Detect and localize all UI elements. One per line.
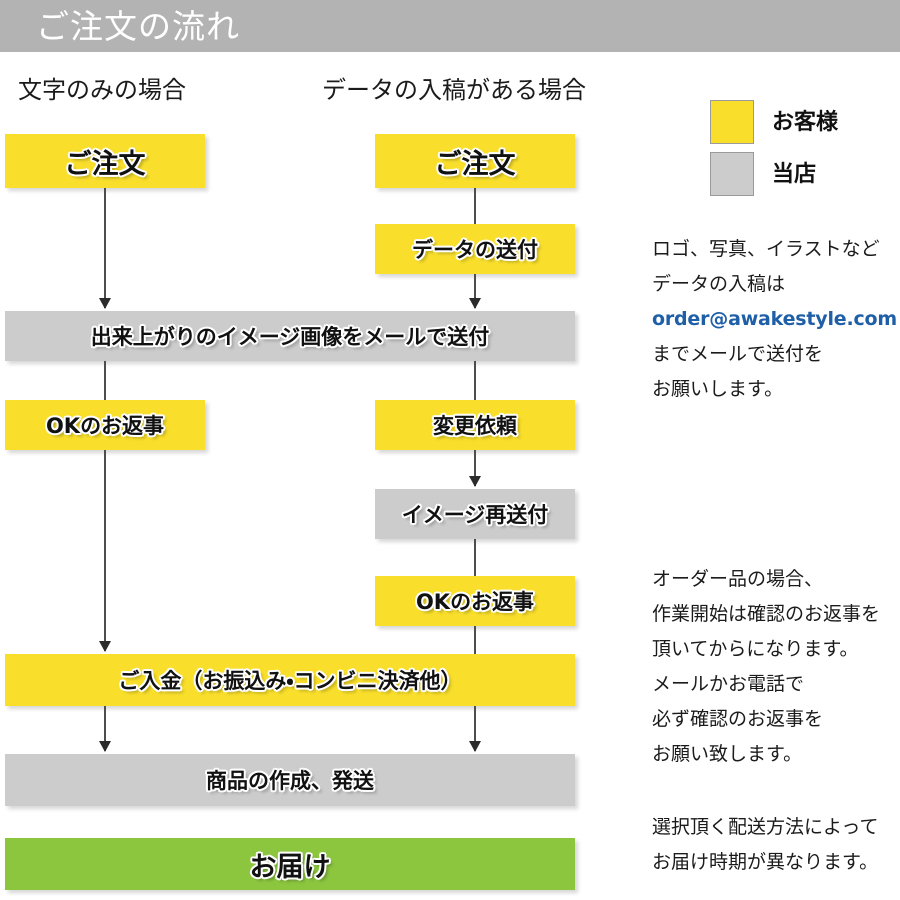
flow-box-label: OKのお返事 [415,590,535,614]
flow-box-right-send-data: データの送付 [375,224,575,274]
arrow-right-payment-to-ship [474,706,476,751]
note-line: 必ず確認のお返事を [652,708,824,730]
note-line: までメールで送付を [652,343,824,365]
legend-swatch-customer [710,100,754,144]
arrow-right-ok-to-payment [474,626,476,654]
flow-box-label: ご入金（お振込み・コンビニ決済他） [118,669,462,693]
arrow-left-payment-to-ship [104,706,106,751]
flow-box-label: 出来上がりのイメージ画像をメールで送付 [90,325,490,349]
arrow-right-order-to-senddata [474,188,476,224]
note-delivery: 選択頂く配送方法によって お届け時期が異なります。 [652,810,900,880]
flow-box-right-change-request: 変更依頼 [375,400,575,450]
arrow-right-resend-to-ok [474,539,476,576]
note-line: 作業開始は確認のお返事を [652,603,881,625]
note-line: オーダー品の場合、 [652,568,824,590]
note-line: 頂いてからになります。 [652,638,859,660]
note-line: お願い致します。 [652,743,803,765]
note-order-confirmation: オーダー品の場合、 作業開始は確認のお返事を 頂いてからになります。 メールかお… [652,562,900,772]
flow-box-label: イメージ再送付 [401,503,549,527]
flow-box-label: データの送付 [412,238,538,262]
note-data-submission: ロゴ、写真、イラストなど データの入稿は order@awakestyle.co… [652,232,900,407]
arrow-left-order-to-preview [104,188,106,308]
flow-box-label: ご注文 [434,148,516,180]
legend-swatch-shop [710,152,754,196]
arrow-left-ok-to-payment [104,450,106,651]
flow-box-label: お届け [249,851,331,883]
legend-label-customer: お客様 [772,110,839,135]
page-header-bar [0,0,900,52]
contact-email[interactable]: order@awakestyle.com [652,308,897,330]
note-line: 選択頂く配送方法によって [652,816,879,838]
flow-box-create-and-ship: 商品の作成、発送 [5,754,575,806]
note-line: データの入稿は [652,273,786,295]
column-caption-with-data: データの入稿がある場合 [322,76,586,104]
arrow-right-change-to-resend [474,450,476,486]
flow-box-label: 商品の作成、発送 [206,769,374,793]
flow-box-left-order: ご注文 [5,134,205,188]
legend-label-shop: 当店 [772,162,817,187]
flow-box-payment: ご入金（お振込み・コンビニ決済他） [5,654,575,706]
flow-box-right-ok-reply: OKのお返事 [375,576,575,626]
note-line: お願いします。 [652,378,784,400]
note-line: ロゴ、写真、イラストなど [652,238,880,260]
flow-box-label: OKのお返事 [45,414,165,438]
flow-box-left-ok-reply: OKのお返事 [5,400,205,450]
page-title: ご注文の流れ [36,7,240,46]
flow-box-send-preview-image: 出来上がりのイメージ画像をメールで送付 [5,311,575,361]
arrow-right-preview-to-change [474,361,476,400]
arrow-left-preview-to-ok [104,361,106,400]
column-caption-text-only: 文字のみの場合 [18,76,186,104]
flow-box-label: ご注文 [64,148,146,180]
arrow-right-senddata-to-preview [474,274,476,308]
flow-box-label: 変更依頼 [433,414,517,438]
note-line: メールかお電話で [652,673,805,695]
flow-box-delivery: お届け [5,838,575,890]
flow-box-right-resend-image: イメージ再送付 [375,489,575,539]
flow-box-right-order: ご注文 [375,134,575,188]
note-line: お届け時期が異なります。 [652,851,879,873]
